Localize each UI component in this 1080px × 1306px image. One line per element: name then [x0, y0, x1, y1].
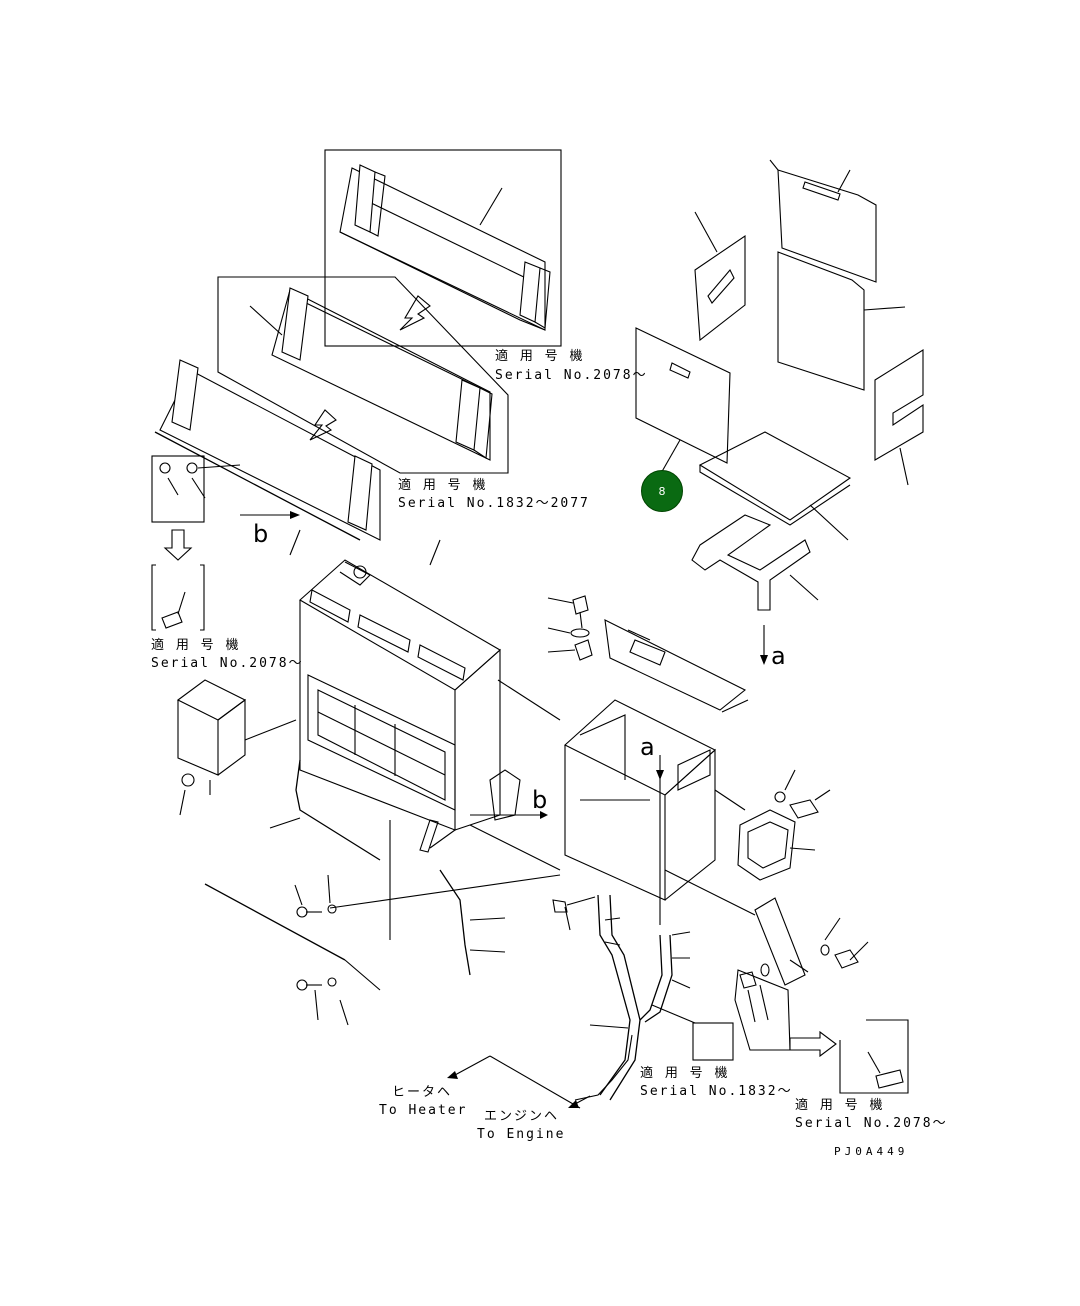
- engine-label: To Engine: [477, 1127, 566, 1142]
- serial-right-jp: 適 用 号 機: [795, 1098, 885, 1113]
- tank-box-group: [447, 595, 869, 1109]
- serial-right: Serial No.2078～: [795, 1116, 948, 1131]
- arrow-b-label: b: [532, 786, 548, 814]
- drawing-code: PJ0A449: [834, 1145, 909, 1158]
- serial-left-jp: 適 用 号 機: [151, 638, 241, 653]
- heater-unit-group: [176, 539, 561, 1026]
- panels-group: [635, 159, 924, 665]
- serial-left: Serial No.2078～: [151, 656, 304, 671]
- top-bracket-group: [324, 149, 562, 347]
- serial-bottom-jp: 適 用 号 機: [640, 1066, 730, 1081]
- serial-mid-jp: 適 用 号 機: [398, 478, 488, 493]
- serial-mid: Serial No.1832～2077: [398, 496, 590, 511]
- arrow-b-label: b: [253, 520, 269, 548]
- engine-label-jp: エンジンヘ: [484, 1109, 560, 1124]
- serial-top: Serial No.2078～: [495, 368, 648, 383]
- serial-right-group: [734, 963, 909, 1094]
- heater-label: To Heater: [379, 1103, 468, 1118]
- callout-number: 8: [658, 484, 666, 498]
- lower-bracket-group: [151, 359, 381, 631]
- heater-label-jp: ヒータヘ: [392, 1085, 453, 1100]
- serial-top-jp: 適 用 号 機: [495, 349, 585, 364]
- arrow-a-label: a: [771, 642, 786, 670]
- part-callout-8[interactable]: 8: [641, 470, 683, 512]
- mid-bracket-group: [217, 276, 509, 474]
- serial-bottom: Serial No.1832～: [640, 1084, 793, 1099]
- arrow-a-label: a: [640, 733, 655, 761]
